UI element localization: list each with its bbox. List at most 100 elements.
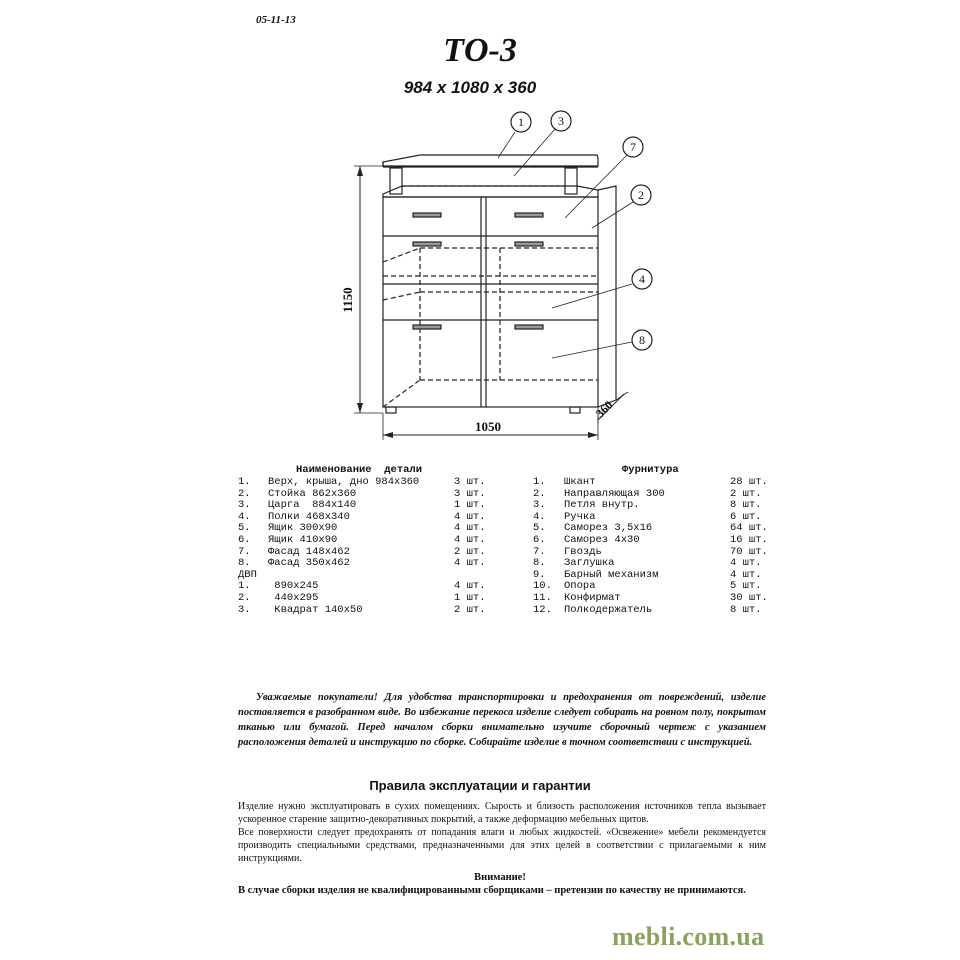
list-item-name: 890х245 xyxy=(268,580,319,593)
list-item-qty: 4 шт. xyxy=(454,557,486,570)
list-item-qty: 3 шт. xyxy=(454,476,486,488)
list-item-qty: 4 шт. xyxy=(730,568,762,581)
handle-2 xyxy=(514,212,544,218)
rules-paragraph-2: Все поверхности следует предохранять от … xyxy=(238,827,766,864)
list-item-name: Конфирмат xyxy=(564,592,621,604)
list-item-qty: 8 шт. xyxy=(730,499,762,512)
list-item-num: 8. xyxy=(238,557,251,570)
assembly-drawing: 1 3 7 2 4 8 1150 1050 360 xyxy=(340,110,653,440)
leg-left xyxy=(385,406,397,414)
list-item-num: 1. xyxy=(238,580,251,593)
list-item-name: Стойка 862х360 xyxy=(268,487,357,500)
list-item-qty: 2 шт. xyxy=(730,487,762,500)
list-item-qty: 1 шт. xyxy=(454,499,486,512)
callout-7: 7 xyxy=(630,140,636,154)
callout-3: 3 xyxy=(558,114,564,128)
list-item-qty: 28 шт. xyxy=(730,476,768,488)
list-item-qty: 4 шт. xyxy=(454,510,486,523)
list-item-num: 5. xyxy=(238,522,251,535)
list-item-qty: 1 шт. xyxy=(454,592,486,604)
list-item-num: 3. xyxy=(238,499,251,512)
model-title: ТО-3 xyxy=(443,32,517,69)
list-item-qty: 4 шт. xyxy=(454,522,486,535)
lid-support-right xyxy=(564,167,578,195)
callout-1: 1 xyxy=(518,115,524,129)
list-item-name: Заглушка xyxy=(564,557,615,570)
list-item-name: 440х295 xyxy=(268,592,319,604)
list-item-qty: 70 шт. xyxy=(730,545,768,558)
list-item-num: 7. xyxy=(238,545,251,558)
list-item-num: 3. xyxy=(533,499,546,512)
list-item-num: 12. xyxy=(533,603,552,616)
list-item-name: Фасад 350х462 xyxy=(268,557,350,570)
list-item-name: Фасад 148х462 xyxy=(268,545,350,558)
list-item-qty: 4 шт. xyxy=(454,580,486,593)
list-item-num: 4. xyxy=(533,510,546,523)
list-item-qty: 64 шт. xyxy=(730,522,768,535)
handle-3 xyxy=(412,241,442,247)
callout-2: 2 xyxy=(638,188,644,202)
parts-list: 1. Верх, крыша, дно 984х360 3 шт. 2. Стойка … xyxy=(238,476,498,617)
list-item-num: 2. xyxy=(533,487,546,500)
customer-notice: Уважаемые покупатели! Для удобства транс… xyxy=(238,692,766,748)
list-item-num: 6. xyxy=(533,534,546,546)
rules-paragraph-1: Изделие нужно эксплуатировать в сухих по… xyxy=(238,801,766,825)
warning-heading: Внимание! xyxy=(474,872,526,883)
list-item-num: 4. xyxy=(238,510,251,523)
list-item-num: 9. xyxy=(533,568,546,581)
list-item-name: Ящик 300х90 xyxy=(268,522,338,535)
list-item-qty: 2 шт. xyxy=(454,603,486,616)
lid-support-left xyxy=(389,167,403,195)
list-item-name: Саморез 3,5х16 xyxy=(564,522,653,535)
list-item-name: Барный механизм xyxy=(564,568,659,581)
section-label-text: ДВП xyxy=(238,568,257,581)
list-item-num: 2. xyxy=(238,487,251,500)
list-item-name: Направляющая 300 xyxy=(564,487,665,500)
list-item-name: Гвоздь xyxy=(564,545,602,558)
list-item-num: 8. xyxy=(533,557,546,570)
model-dimensions: 984 x 1080 x 360 xyxy=(403,78,537,97)
handle-5 xyxy=(412,324,442,330)
list-item-num: 10. xyxy=(533,580,552,593)
list-item-num: 1. xyxy=(238,476,251,488)
list-item-name: Квадрат 140х50 xyxy=(268,603,363,616)
list-item-name: Ручка xyxy=(564,510,596,523)
list-item-name: Саморез 4х30 xyxy=(564,534,640,546)
list-item-num: 5. xyxy=(533,522,546,535)
list-item-name: Опора xyxy=(564,580,596,593)
leg-right xyxy=(569,406,581,414)
document-date: 05-11-13 xyxy=(256,14,296,26)
list-item-num: 2. xyxy=(238,592,251,604)
warning-text: В случае сборки изделия не квалифицирова… xyxy=(238,885,746,896)
lid-panel xyxy=(382,154,599,167)
list-item-name: Полкодержатель xyxy=(564,603,653,616)
list-item-name: Шкант xyxy=(564,476,596,488)
list-item-num: 7. xyxy=(533,545,546,558)
list-item-qty: 2 шт. xyxy=(454,545,486,558)
carcass-top xyxy=(382,185,599,198)
list-item-num: 6. xyxy=(238,534,251,546)
handle-6 xyxy=(514,324,544,330)
list-item-name: Ящик 410х90 xyxy=(268,534,338,546)
list-item-name: Царга 884х140 xyxy=(268,499,357,512)
parts-header: Наименование детали xyxy=(296,464,423,476)
list-item-qty: 4 шт. xyxy=(730,557,762,570)
list-item-name: Верх, крыша, дно 984х360 xyxy=(268,476,420,488)
list-item-qty: 6 шт. xyxy=(730,510,762,523)
width-dimension: 1050 xyxy=(475,419,501,434)
list-item-name: Полки 468х340 xyxy=(268,510,350,523)
carcass-body xyxy=(382,196,599,408)
callout-8: 8 xyxy=(639,333,645,347)
site-watermark: mebli.com.ua xyxy=(612,922,765,951)
handle-1 xyxy=(412,212,442,218)
list-item-qty: 3 шт. xyxy=(454,487,486,500)
handle-4 xyxy=(514,241,544,247)
list-item-name: Петля внутр. xyxy=(564,499,640,512)
rules-text: Изделие нужно эксплуатировать в сухих по… xyxy=(238,800,766,865)
rules-heading: Правила эксплуатации и гарантии xyxy=(369,778,591,793)
list-item-qty: 16 шт. xyxy=(730,534,768,546)
list-item-qty: 5 шт. xyxy=(730,580,762,593)
list-item-num: 3. xyxy=(238,603,251,616)
list-item-num: 11. xyxy=(533,592,552,604)
